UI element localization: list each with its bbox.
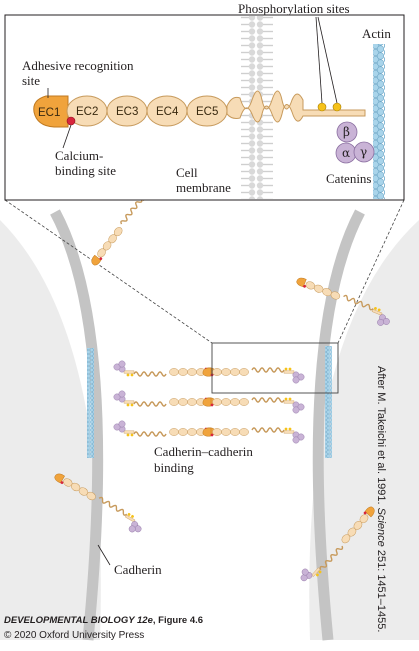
catenin-gamma-label: γ — [360, 145, 367, 159]
calcium-label-line2: binding site — [55, 163, 116, 178]
zoom-guide-left — [4, 199, 213, 344]
ec3-label: EC3 — [116, 106, 138, 118]
catenins-label: Catenins — [326, 171, 372, 186]
zoom-guide-right — [337, 199, 405, 344]
membrane-label-line1: Cell — [176, 165, 198, 180]
cadherin-detail — [33, 90, 375, 164]
loose-cadherin-bottom-right — [300, 506, 375, 582]
catenin-alpha-label: α — [342, 146, 350, 160]
adhesive-label-line2: site — [22, 73, 40, 88]
calcium-binding-site-marker — [66, 116, 76, 126]
source-credit: After M. Takeichi et al. 1991. Science 2… — [375, 366, 387, 633]
phospho-leader-1 — [315, 16, 323, 104]
ec1-domain — [33, 95, 69, 128]
ec2-label: EC2 — [76, 106, 98, 118]
figure-caption-title: DEVELOPMENTAL BIOLOGY 12e, Figure 4.6 — [4, 615, 204, 626]
catenin-gamma — [353, 141, 375, 163]
zoom-rectangle — [211, 342, 339, 394]
calcium-label-line1: Calcium- — [55, 148, 103, 163]
loose-cadherin-top-right — [296, 277, 390, 326]
cadherin-label: Cadherin — [114, 562, 162, 577]
left-cell — [0, 209, 104, 641]
binding-label-line1: Cadherin–cadherin — [154, 444, 253, 459]
calcium-leader — [62, 124, 72, 149]
phosphorylation-label: Phosphorylation sites — [238, 1, 350, 16]
cadherin-leader — [97, 544, 111, 566]
actin-bundle-right — [325, 346, 332, 458]
adhesive-label-line1: Adhesive recognition — [22, 58, 134, 73]
phosphorylation-site-1 — [317, 102, 327, 112]
cadherin-junction — [113, 360, 305, 444]
phospho-leader-2 — [317, 16, 338, 104]
ec4-label: EC4 — [156, 106, 179, 118]
right-cell — [309, 209, 419, 641]
loose-cadherin-bottom-left — [54, 473, 142, 533]
transmembrane-coil — [226, 90, 366, 123]
ec5-label: EC5 — [196, 106, 218, 118]
membrane-label-line2: membrane — [176, 180, 231, 195]
binding-label-line2: binding — [154, 460, 194, 475]
phosphorylation-site-2 — [332, 102, 342, 112]
actin-filament — [373, 44, 385, 199]
catenin-beta — [336, 121, 358, 143]
catenin-beta-label: β — [343, 125, 350, 139]
actin-label: Actin — [362, 26, 391, 41]
copyright-text: © 2020 Oxford University Press — [4, 630, 145, 641]
actin-bundle-left — [87, 348, 94, 458]
ec1-label: EC1 — [38, 107, 60, 119]
